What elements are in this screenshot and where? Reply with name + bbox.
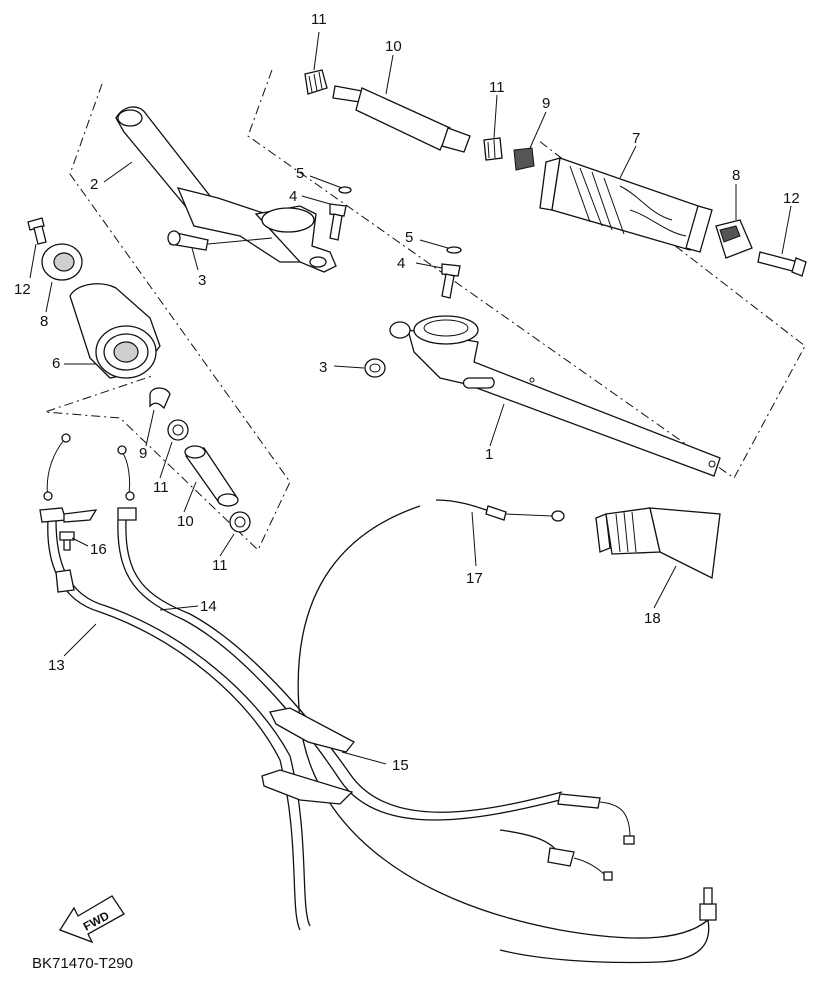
- callout-14: 14: [200, 598, 217, 615]
- callout-9: 9: [542, 95, 550, 112]
- part-6-throttle-grip: [69, 283, 161, 379]
- callout-9: 9: [139, 445, 147, 462]
- part-4-screw-left: [329, 203, 347, 241]
- part-5-washer-right: [446, 246, 462, 254]
- part-16-screw: [59, 531, 75, 551]
- part-15-cable-guide: [261, 707, 355, 805]
- callout-5: 5: [296, 165, 304, 182]
- part-9-clip-top: [513, 147, 535, 171]
- callout-18: 18: [644, 610, 661, 627]
- callout-3: 3: [198, 272, 206, 289]
- part-9-clip-left: [149, 387, 171, 410]
- callout-3: 3: [319, 359, 327, 376]
- bottom-cable-end: [499, 887, 717, 964]
- part-11-collar-mid: [483, 137, 503, 161]
- callout-16: 16: [90, 541, 107, 558]
- throttle-cable-upper-loop: [43, 433, 135, 523]
- part-1-right-handlebar: [389, 315, 721, 477]
- part-14-throttle-cable: [117, 507, 635, 845]
- part-3-bolt-left: [167, 230, 273, 251]
- part-7-grip: [539, 157, 713, 253]
- callout-12: 12: [14, 281, 31, 298]
- part-8-grip-end-right: [715, 219, 753, 259]
- part-12-bolt-right: [757, 251, 807, 277]
- callout-4: 4: [289, 188, 297, 205]
- callout-13: 13: [48, 657, 65, 674]
- part-11-collar-left-top: [167, 419, 189, 441]
- part-11-collar-top: [304, 69, 328, 95]
- callout-6: 6: [52, 355, 60, 372]
- diagram-code: BK71470-T290: [32, 955, 133, 972]
- part-4-screw-right: [441, 263, 461, 299]
- part-17-brake-cable: [297, 499, 713, 939]
- part-12-bolt-left: [27, 217, 47, 245]
- callout-11: 11: [153, 479, 169, 496]
- part-10-weight-bar-top: [332, 85, 471, 153]
- callout-1: 1: [485, 446, 493, 463]
- callout-8: 8: [40, 313, 48, 330]
- callout-5: 5: [405, 229, 413, 246]
- group-outline-left-bar: [44, 83, 291, 551]
- part-13-throttle-cable: [39, 507, 311, 931]
- part-8-grip-end-left: [41, 243, 83, 281]
- part-5-washer-left: [338, 186, 352, 194]
- callout-11: 11: [212, 557, 228, 574]
- callout-8: 8: [732, 167, 740, 184]
- part-18-switch-cover: [595, 507, 721, 579]
- leader-lines: [29, 31, 792, 765]
- callout-10: 10: [385, 38, 402, 55]
- callout-4: 4: [397, 255, 405, 272]
- group-outline-right-bar: [247, 69, 806, 479]
- part-10-weight-bar-left: [184, 445, 239, 507]
- part-11-collar-left-bottom: [229, 511, 251, 533]
- callout-15: 15: [392, 757, 409, 774]
- callout-labels: 11 10 11 9 7 8 12 5 4 2 3 5 4 3 1 12 8 6…: [14, 11, 800, 774]
- fwd-arrow-icon: FWD: [59, 895, 125, 944]
- callout-11: 11: [311, 11, 327, 28]
- callout-10: 10: [177, 513, 194, 530]
- callout-2: 2: [90, 176, 98, 193]
- callout-11: 11: [489, 79, 505, 96]
- callout-7: 7: [632, 130, 640, 147]
- callout-12: 12: [783, 190, 800, 207]
- part-3-bolt-right: [364, 358, 386, 378]
- part-2-left-handlebar: [115, 106, 337, 273]
- callout-17: 17: [466, 570, 483, 587]
